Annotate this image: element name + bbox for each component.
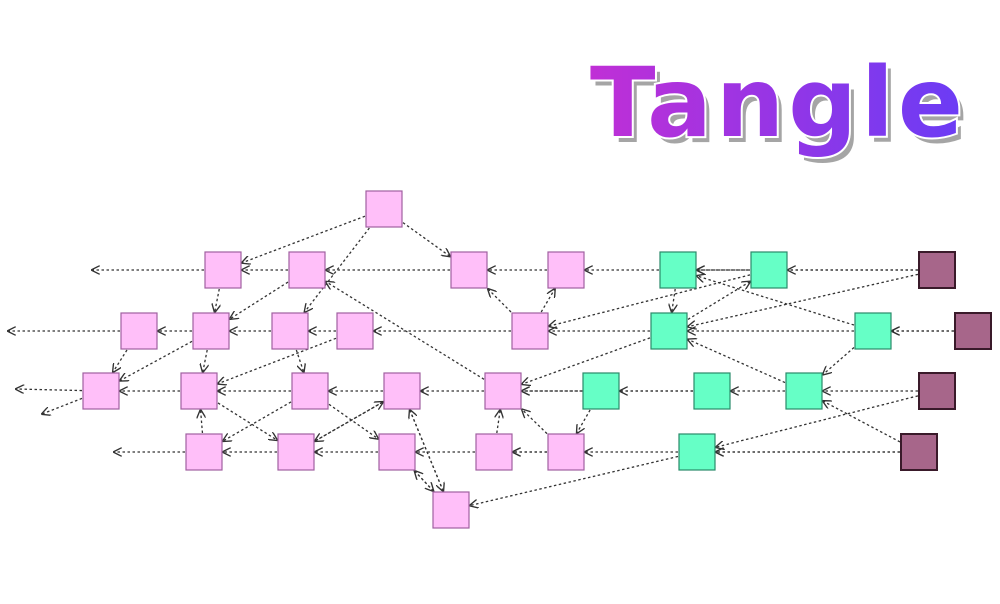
transaction-node-purple — [900, 433, 938, 471]
edge-D4-C5 — [497, 410, 500, 434]
transaction-node-pink — [383, 372, 421, 410]
edge-D3-E1 — [414, 470, 434, 491]
transaction-node-pink — [82, 372, 120, 410]
edge-B7-A5 — [697, 276, 855, 326]
edge-C2-D2 — [217, 402, 277, 440]
edge-C4-D2 — [315, 401, 384, 441]
transaction-node-green — [582, 372, 620, 410]
edge-D1-C2 — [201, 410, 203, 434]
transaction-node-pink — [291, 372, 329, 410]
edge-C6-D5 — [577, 409, 591, 433]
edge-B5-A3 — [488, 289, 512, 313]
edge-A7-B6 — [688, 273, 919, 326]
edge-A1-B2 — [215, 288, 220, 312]
transaction-node-green — [650, 312, 688, 350]
title-shadow: Tangle — [595, 53, 972, 165]
transaction-node-pink — [547, 251, 585, 289]
edge-P0-A1 — [242, 215, 366, 263]
transaction-node-pink — [288, 251, 326, 289]
transaction-node-purple — [918, 251, 956, 289]
edge-D2-C4 — [314, 402, 383, 442]
edge-P0-A3 — [402, 222, 450, 257]
transaction-node-purple — [918, 372, 956, 410]
edge-C3-D3 — [328, 403, 378, 438]
edge-C1-L3b — [42, 397, 83, 414]
transaction-node-pink — [204, 251, 242, 289]
edge-C3-D1 — [223, 401, 292, 441]
edge-D6-E1 — [470, 455, 679, 505]
edge-D7-C8 — [823, 401, 901, 443]
transaction-node-pink — [432, 491, 470, 529]
edge-A2-B2 — [230, 281, 289, 319]
edge-B4-C2 — [218, 337, 337, 383]
edge-B7-C8 — [823, 347, 855, 375]
nodes-layer — [82, 190, 992, 529]
edge-B3-C3 — [295, 349, 303, 372]
transaction-node-pink — [271, 312, 309, 350]
transaction-node-pink — [185, 433, 223, 471]
transaction-node-green — [785, 372, 823, 410]
transaction-node-pink — [475, 433, 513, 471]
transaction-node-pink — [180, 372, 218, 410]
transaction-node-pink — [450, 251, 488, 289]
diagram-title: Tangle — [590, 47, 967, 159]
transaction-node-pink — [277, 433, 315, 471]
transaction-node-pink — [484, 372, 522, 410]
edge-B1-C1 — [113, 349, 128, 372]
transaction-node-green — [750, 251, 788, 289]
edge-A5-B6 — [672, 288, 675, 312]
edge-B5-A4 — [540, 289, 555, 313]
edge-C5-A2 — [326, 282, 485, 380]
transaction-node-pink — [365, 190, 403, 228]
transaction-node-green — [678, 433, 716, 471]
edge-C1-L3a — [16, 389, 83, 391]
transaction-node-green — [659, 251, 697, 289]
transaction-node-pink — [378, 433, 416, 471]
edge-B2-C2 — [203, 349, 207, 372]
transaction-node-pink — [192, 312, 230, 350]
transaction-node-purple — [954, 312, 992, 350]
transaction-node-green — [693, 372, 731, 410]
edge-B2-C1 — [120, 340, 193, 380]
edge-D5-C5 — [522, 409, 548, 435]
edge-E1-D3 — [415, 471, 434, 492]
transaction-node-green — [854, 312, 892, 350]
transaction-node-pink — [336, 312, 374, 350]
transaction-node-pink — [511, 312, 549, 350]
transaction-node-pink — [547, 433, 585, 471]
transaction-node-pink — [120, 312, 158, 350]
edge-B6-A6 — [687, 282, 750, 320]
edges-layer — [8, 215, 954, 505]
